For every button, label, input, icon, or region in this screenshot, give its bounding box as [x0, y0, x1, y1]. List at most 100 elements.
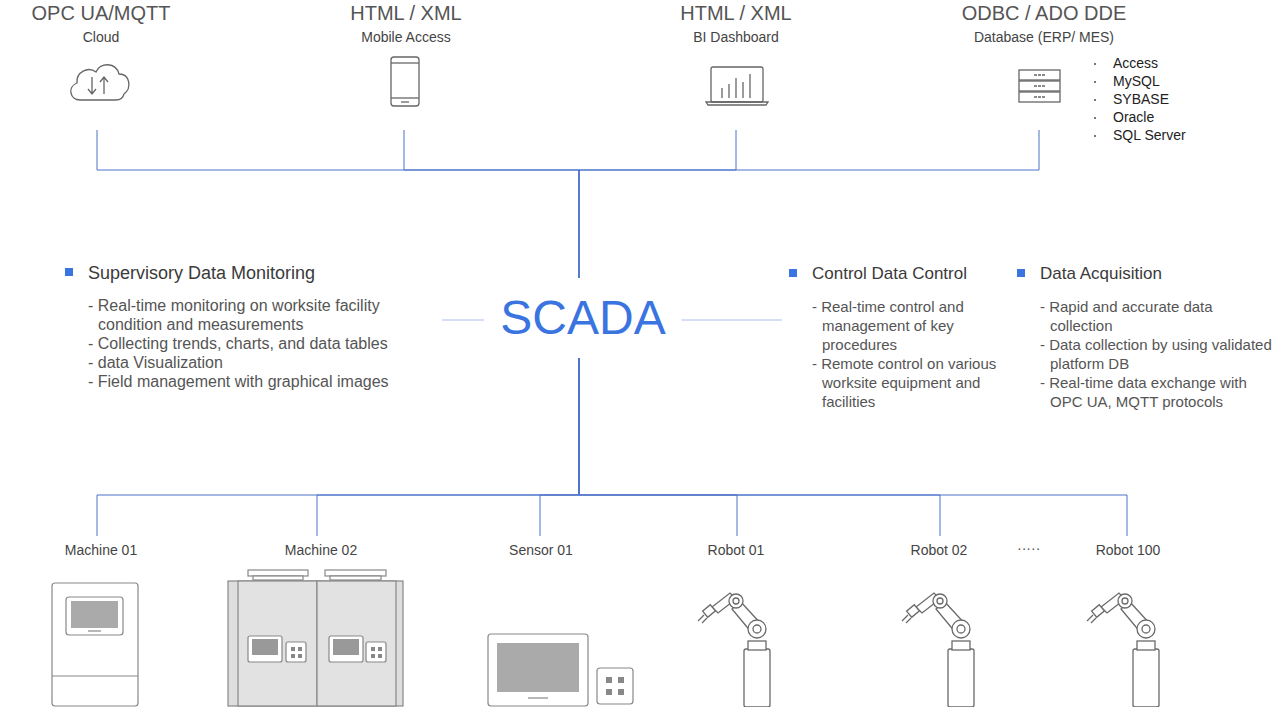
phone-icon-part — [401, 101, 409, 102]
device-label: Machine 01 — [65, 542, 137, 559]
database-icon-part — [1034, 96, 1046, 97]
feature-heading: Supervisory Data Monitoring — [88, 262, 436, 284]
phone-icon-part — [391, 97, 419, 98]
protocol-label: HTML / XML — [350, 2, 462, 24]
connector-line — [442, 320, 484, 321]
sensor-01-part — [497, 643, 579, 692]
endpoint-node: HTML / XML BI Dashboard — [680, 2, 792, 130]
machine-02-part — [252, 639, 278, 655]
feature-item: - Real-time monitoring on worksite facil… — [88, 296, 436, 334]
endpoint-node: OPC UA/MQTT Cloud — [32, 2, 171, 130]
robot-02 — [902, 593, 974, 707]
feature-heading: Data Acquisition — [1040, 263, 1274, 285]
machine-01-part — [71, 601, 118, 628]
cloud-icon — [71, 65, 129, 100]
system-title: SCADA — [500, 292, 665, 344]
device-label: Robot 100 — [1096, 542, 1161, 559]
laptop-icon-part — [728, 84, 729, 98]
connector-line — [404, 130, 579, 278]
protocol-label: OPC UA/MQTT — [32, 2, 171, 24]
machine-02-part — [333, 639, 359, 655]
laptop-icon-part — [721, 88, 722, 98]
sensor-01 — [488, 634, 633, 706]
list-bullets-part — [1094, 81, 1096, 83]
endpoint-label: Mobile Access — [350, 29, 462, 46]
device-node: Machine 01 — [65, 542, 137, 559]
feature-item: - Rapid and accurate data collection — [1040, 297, 1274, 335]
laptop-icon-part — [742, 82, 743, 98]
endpoint-label: BI Dashboard — [680, 29, 792, 46]
database-name: SYBASE — [1113, 90, 1169, 108]
cloud-icon-part — [100, 77, 108, 94]
feature-item: - Collecting trends, charts, and data ta… — [88, 334, 436, 353]
bullet-square — [65, 268, 73, 276]
database-icon-part — [1019, 92, 1060, 102]
device-label: Robot 01 — [708, 542, 765, 559]
machine-02-part-part — [298, 647, 302, 651]
machine-02-part — [248, 636, 282, 662]
cloud-icon-part — [88, 77, 96, 94]
connector-line — [579, 358, 737, 536]
protocol-label: ODBC / ADO DDE — [962, 2, 1126, 24]
phone-icon-part — [391, 57, 419, 106]
machine-02-part-part — [298, 654, 302, 658]
phone-icon — [391, 57, 419, 106]
device-node: Machine 02 — [285, 542, 357, 559]
device-label: Robot 02 — [911, 542, 968, 559]
machine-02-part — [366, 642, 386, 662]
list-bullets-part — [1094, 63, 1096, 65]
feature-block: Supervisory Data Monitoring - Real-time m… — [64, 262, 436, 391]
protocol-label: HTML / XML — [680, 2, 792, 24]
machine-01 — [52, 583, 138, 706]
list-bullets-part — [1094, 99, 1096, 101]
database-name: Oracle — [1113, 108, 1154, 126]
laptop-icon-part — [749, 74, 750, 98]
laptop-icon — [706, 67, 768, 105]
bullet-square — [789, 269, 797, 277]
connector-line — [579, 130, 1039, 278]
feature-item: - Real-time control and management of ke… — [812, 297, 1010, 354]
machine-02-part — [317, 581, 396, 706]
feature-block: Control Data Control- Real-time control … — [788, 263, 1010, 411]
phone-icon-part — [391, 62, 419, 63]
connector-line — [540, 358, 579, 536]
robot-01 — [698, 593, 770, 707]
laptop-icon-part — [735, 78, 736, 98]
machine-02-part-part — [378, 654, 382, 658]
endpoint-node: HTML / XML Mobile Access — [350, 2, 462, 130]
database-icon-part — [1019, 81, 1060, 91]
machine-02-part-part — [371, 654, 375, 658]
device-label: Machine 02 — [285, 542, 357, 559]
machine-02-part — [329, 636, 363, 662]
connector-line — [682, 320, 782, 321]
device-node: Robot 02 — [911, 542, 968, 559]
list-bullets-part — [1094, 117, 1096, 119]
database-icon-part — [1034, 74, 1046, 75]
bullet-square — [1017, 269, 1025, 277]
robot-100 — [1087, 593, 1159, 707]
sensor-01-part-part — [618, 689, 624, 695]
endpoint-node: ODBC / ADO DDEDatabase (ERP/ MES) — [962, 2, 1126, 130]
sensor-01-part-part — [618, 677, 624, 683]
endpoint-label: Cloud — [32, 29, 171, 46]
machine-02-part — [325, 570, 386, 576]
center-title: SCADA — [488, 282, 677, 354]
device-label: Sensor 01 — [509, 542, 573, 559]
machine-02 — [228, 570, 403, 706]
machine-01-part — [66, 597, 123, 635]
feature-item: - Data collection by using validated pla… — [1040, 335, 1274, 373]
sensor-01-part — [606, 677, 624, 695]
machine-02-part-part — [378, 647, 382, 651]
machine-01-part — [52, 675, 138, 676]
machine-02-part — [330, 576, 381, 580]
machine-01-part — [88, 630, 101, 631]
feature-item: - Field management with graphical images — [88, 372, 436, 391]
ellipsis-mark: ····· — [1017, 539, 1040, 557]
machine-02-part-part — [371, 647, 375, 651]
connector-line — [579, 130, 736, 278]
sensor-01-part-part — [606, 677, 612, 683]
device-node: Sensor 01 — [509, 542, 573, 559]
machine-02-part-part — [291, 647, 295, 651]
